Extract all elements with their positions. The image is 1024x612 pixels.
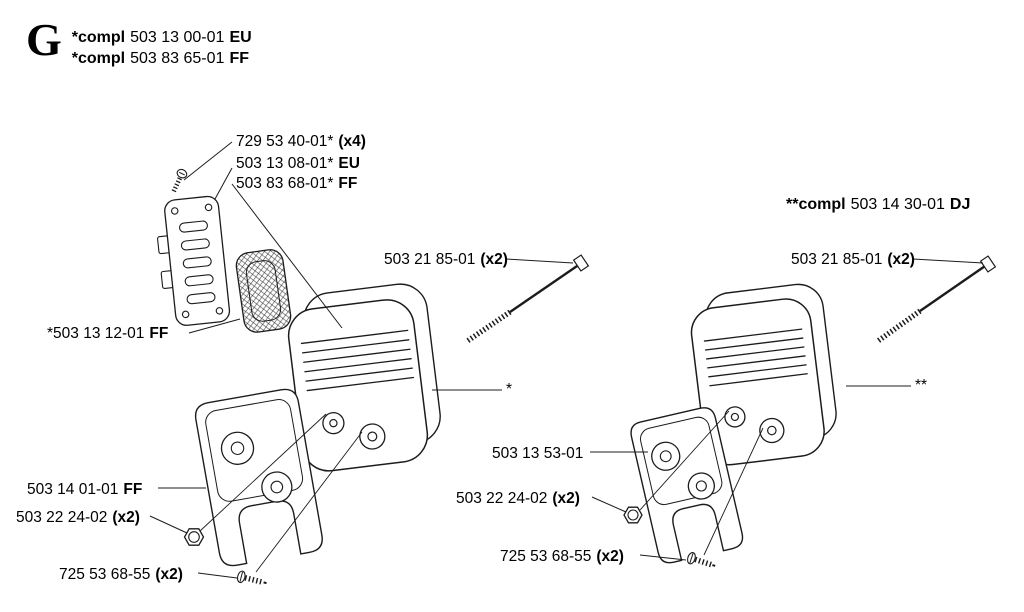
part-number: 503 22 24-02 bbox=[16, 509, 108, 526]
right-assembly-header: **compl 503 14 30-01 DJ bbox=[786, 196, 970, 214]
part-number: 503 14 30-01 bbox=[850, 196, 945, 213]
label-plate-eu: 503 13 08-01*EU bbox=[236, 155, 360, 172]
market-code: DJ bbox=[949, 196, 971, 213]
part-number: 503 13 00-01 bbox=[130, 29, 225, 46]
spark-screen-icon bbox=[235, 249, 292, 333]
part-number: 503 21 85-01 bbox=[384, 251, 476, 268]
part-number: 503 83 68-01* bbox=[236, 175, 334, 192]
label-screw-left: 725 53 68-55(x2) bbox=[59, 566, 183, 583]
plate-screw-icon bbox=[171, 168, 188, 193]
label-plate-screws: 729 53 40-01*(x4) bbox=[236, 133, 366, 150]
label-nut-right: 503 22 24-02(x2) bbox=[456, 490, 580, 507]
screw-left-icon bbox=[236, 570, 267, 586]
leader-lines bbox=[149, 141, 984, 579]
part-number: 503 22 24-02 bbox=[456, 490, 548, 507]
part-number: 503 13 08-01* bbox=[236, 155, 334, 172]
part-number: 503 13 53-01 bbox=[492, 445, 584, 462]
ref-mark: ** bbox=[915, 377, 928, 394]
bolt-left-icon bbox=[464, 254, 590, 345]
label-bracket-right: 503 13 53-01 bbox=[492, 445, 583, 463]
label-bolt-right: 503 21 85-01(x2) bbox=[791, 251, 915, 268]
muffler-plate-icon bbox=[157, 195, 231, 326]
part-number: 503 21 85-01 bbox=[791, 251, 883, 268]
compl-lines: *compl 503 13 00-01 EU *compl 503 83 65-… bbox=[72, 20, 252, 68]
bracket-left-icon bbox=[194, 388, 323, 567]
part-number: 503 83 65-01 bbox=[130, 50, 225, 67]
nut-right-icon bbox=[623, 506, 643, 524]
bracket-right-icon bbox=[630, 407, 744, 564]
ref-mark: * bbox=[506, 381, 513, 398]
part-number: 729 53 40-01* bbox=[236, 133, 334, 150]
compl-prefix: **compl bbox=[786, 196, 846, 213]
part-number: *503 13 12-01 bbox=[47, 325, 145, 342]
compl-prefix: *compl bbox=[71, 50, 126, 67]
screw-right-icon bbox=[687, 552, 716, 568]
label-plate-ff: 503 83 68-01*FF bbox=[236, 175, 358, 192]
alignment-lines bbox=[199, 410, 764, 573]
compl-prefix: *compl bbox=[71, 29, 126, 46]
label-bolt-left: 503 21 85-01(x2) bbox=[384, 251, 508, 268]
bolt-right-icon bbox=[876, 255, 997, 344]
part-number: 725 53 68-55 bbox=[59, 566, 151, 583]
nut-left-icon bbox=[183, 528, 205, 546]
label-muffler-left-ref: * bbox=[506, 381, 512, 399]
muffler-right-icon bbox=[690, 283, 837, 466]
section-header: G *compl 503 13 00-01 EU *compl 503 83 6… bbox=[26, 14, 252, 68]
compl-line-1: *compl 503 13 00-01 EU bbox=[72, 28, 252, 47]
compl-line-2: *compl 503 83 65-01 FF bbox=[72, 49, 252, 68]
label-screw-right: 725 53 68-55(x2) bbox=[500, 548, 624, 565]
part-number: 725 53 68-55 bbox=[500, 548, 592, 565]
muffler-left-icon bbox=[287, 283, 441, 472]
section-letter: G bbox=[26, 14, 62, 65]
label-muffler-right-ref: ** bbox=[915, 377, 927, 395]
market-code: FF bbox=[229, 50, 249, 67]
label-nut-left: 503 22 24-02(x2) bbox=[16, 509, 140, 526]
market-code: EU bbox=[229, 29, 252, 46]
part-number: 503 14 01-01 bbox=[27, 481, 119, 498]
